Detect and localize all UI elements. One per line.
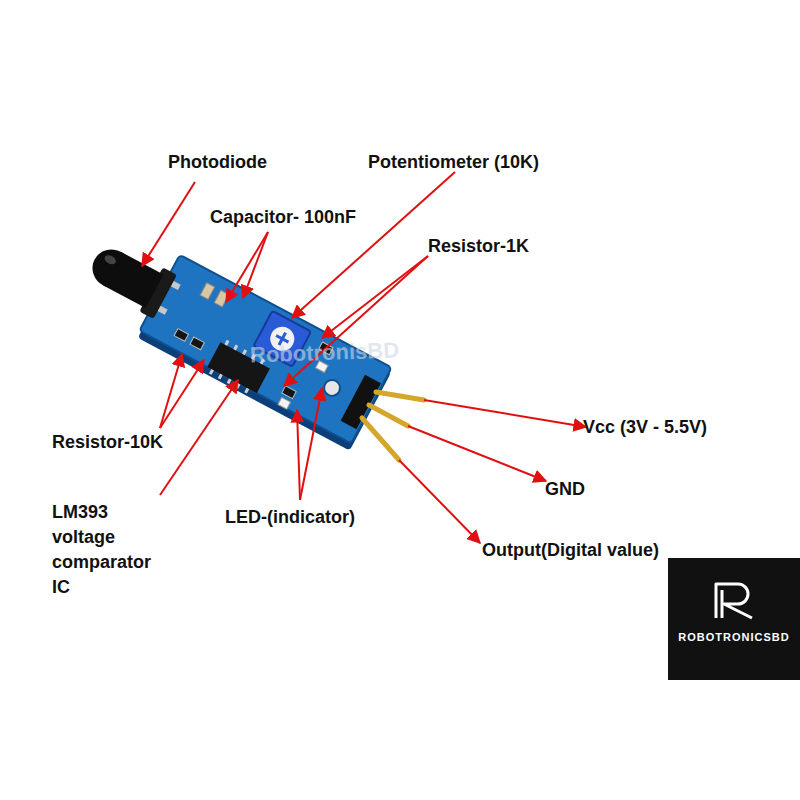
leader-line: [297, 410, 300, 500]
resistor-symbol: [174, 329, 188, 342]
pin-label: Vcc (3V - 5.5V): [583, 415, 707, 440]
pin: [376, 392, 424, 400]
resistor-symbol: [282, 386, 296, 399]
part-label: Capacitor- 100nF: [210, 205, 356, 230]
leader-line: [399, 460, 480, 543]
part-label: Resistor-10K: [52, 430, 163, 455]
part-label: Photodiode: [168, 150, 267, 175]
part-label: Resistor-1K: [428, 234, 529, 259]
pin: [362, 418, 399, 460]
leader-lines: [142, 172, 586, 543]
leader-line: [160, 354, 182, 428]
part-label: LED-(indicator): [225, 505, 355, 530]
leader-line: [300, 388, 322, 500]
led-symbol: [278, 397, 291, 409]
leader-line: [424, 400, 586, 427]
logo-r: [716, 584, 752, 618]
logo-box: [668, 558, 800, 680]
leader-line: [142, 182, 195, 266]
leader-line: [243, 232, 268, 298]
capacitor-symbol: [200, 283, 215, 300]
leader-line: [160, 380, 238, 495]
pin: [369, 405, 408, 426]
leader-line: [322, 256, 428, 338]
capacitor-symbol: [214, 290, 229, 307]
pin-label: GND: [545, 477, 585, 502]
leader-line: [408, 426, 546, 481]
logo-mark: [716, 584, 752, 618]
sensor-board: [72, 221, 394, 451]
pin-label: Output(Digital value): [482, 538, 659, 563]
logo-stroke: [721, 590, 724, 618]
part-label: Potentiometer (10K): [368, 150, 539, 175]
header-pins: [362, 392, 424, 460]
leader-line: [160, 360, 204, 428]
mounting-hole: [321, 377, 343, 399]
leader-line: [226, 232, 268, 302]
watermark: RobotronisBD: [250, 337, 400, 368]
part-label: LM393 voltage comparator IC: [52, 500, 164, 600]
photodiode-shine: [103, 253, 117, 266]
resistor-symbol: [190, 337, 204, 350]
logo-text: ROBOTRONICSBD: [668, 630, 800, 645]
photodiode-dome: [86, 243, 139, 295]
pin-header: [341, 375, 381, 429]
